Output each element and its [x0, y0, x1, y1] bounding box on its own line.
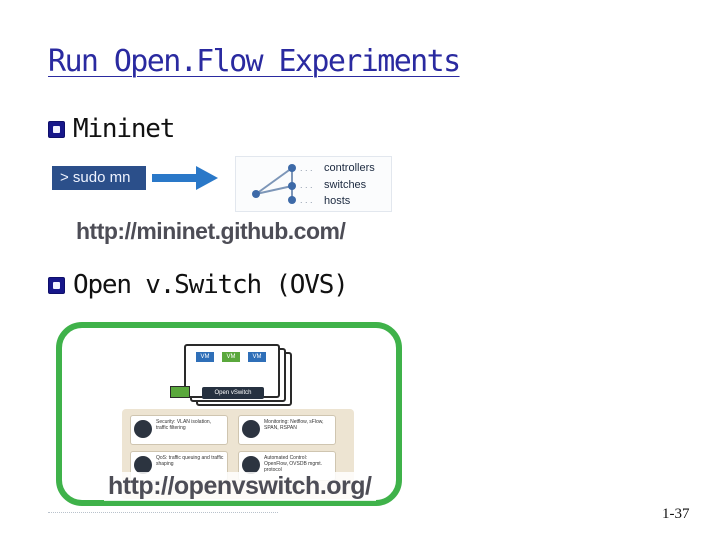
gauge-icon — [134, 456, 152, 474]
vm-chip-2: VM — [222, 352, 240, 362]
bullet-ovs-text: Open v.Switch (OVS) — [73, 270, 349, 300]
automation-icon — [242, 456, 260, 474]
slide-title: Run Open.Flow Experiments — [48, 44, 461, 79]
feature-security: Security: VLAN isolation, traffic filter… — [130, 415, 228, 445]
svg-text:. . .: . . . — [300, 195, 313, 205]
openvswitch-url[interactable]: http://openvswitch.org/ — [104, 472, 376, 501]
page-number: 1-37 — [662, 506, 690, 522]
lock-icon — [134, 420, 152, 438]
topology-icon: . . . . . . . . . — [252, 163, 313, 205]
label-hosts: hosts — [324, 195, 351, 207]
feature-monitoring: Monitoring: Netflow, sFlow, SPAN, RSPAN — [238, 415, 336, 445]
bullet-icon — [48, 120, 65, 138]
svg-text:. . .: . . . — [300, 180, 313, 190]
mininet-url[interactable]: http://mininet.github.com/ — [76, 218, 346, 244]
vm-chip-1: VM — [196, 352, 214, 362]
open-vswitch-bar: Open vSwitch — [202, 387, 264, 399]
nic-icon — [170, 386, 190, 398]
sudo-mn-command: > sudo mn — [52, 166, 146, 190]
right-arrow-icon — [152, 166, 218, 190]
mininet-topology-diagram: . . . . . . . . . controllers switches h… — [235, 156, 392, 212]
bullet-mininet: Mininet — [48, 114, 175, 144]
bullet-ovs: Open v.Switch (OVS) — [48, 270, 349, 300]
svg-text:. . .: . . . — [300, 163, 313, 173]
footer-divider — [48, 512, 278, 517]
magnifier-icon — [242, 420, 260, 438]
label-switches: switches — [324, 179, 367, 191]
bullet-mininet-text: Mininet — [73, 114, 175, 144]
label-controllers: controllers — [324, 162, 375, 174]
vm-chip-3: VM — [248, 352, 266, 362]
bullet-icon — [48, 276, 65, 294]
